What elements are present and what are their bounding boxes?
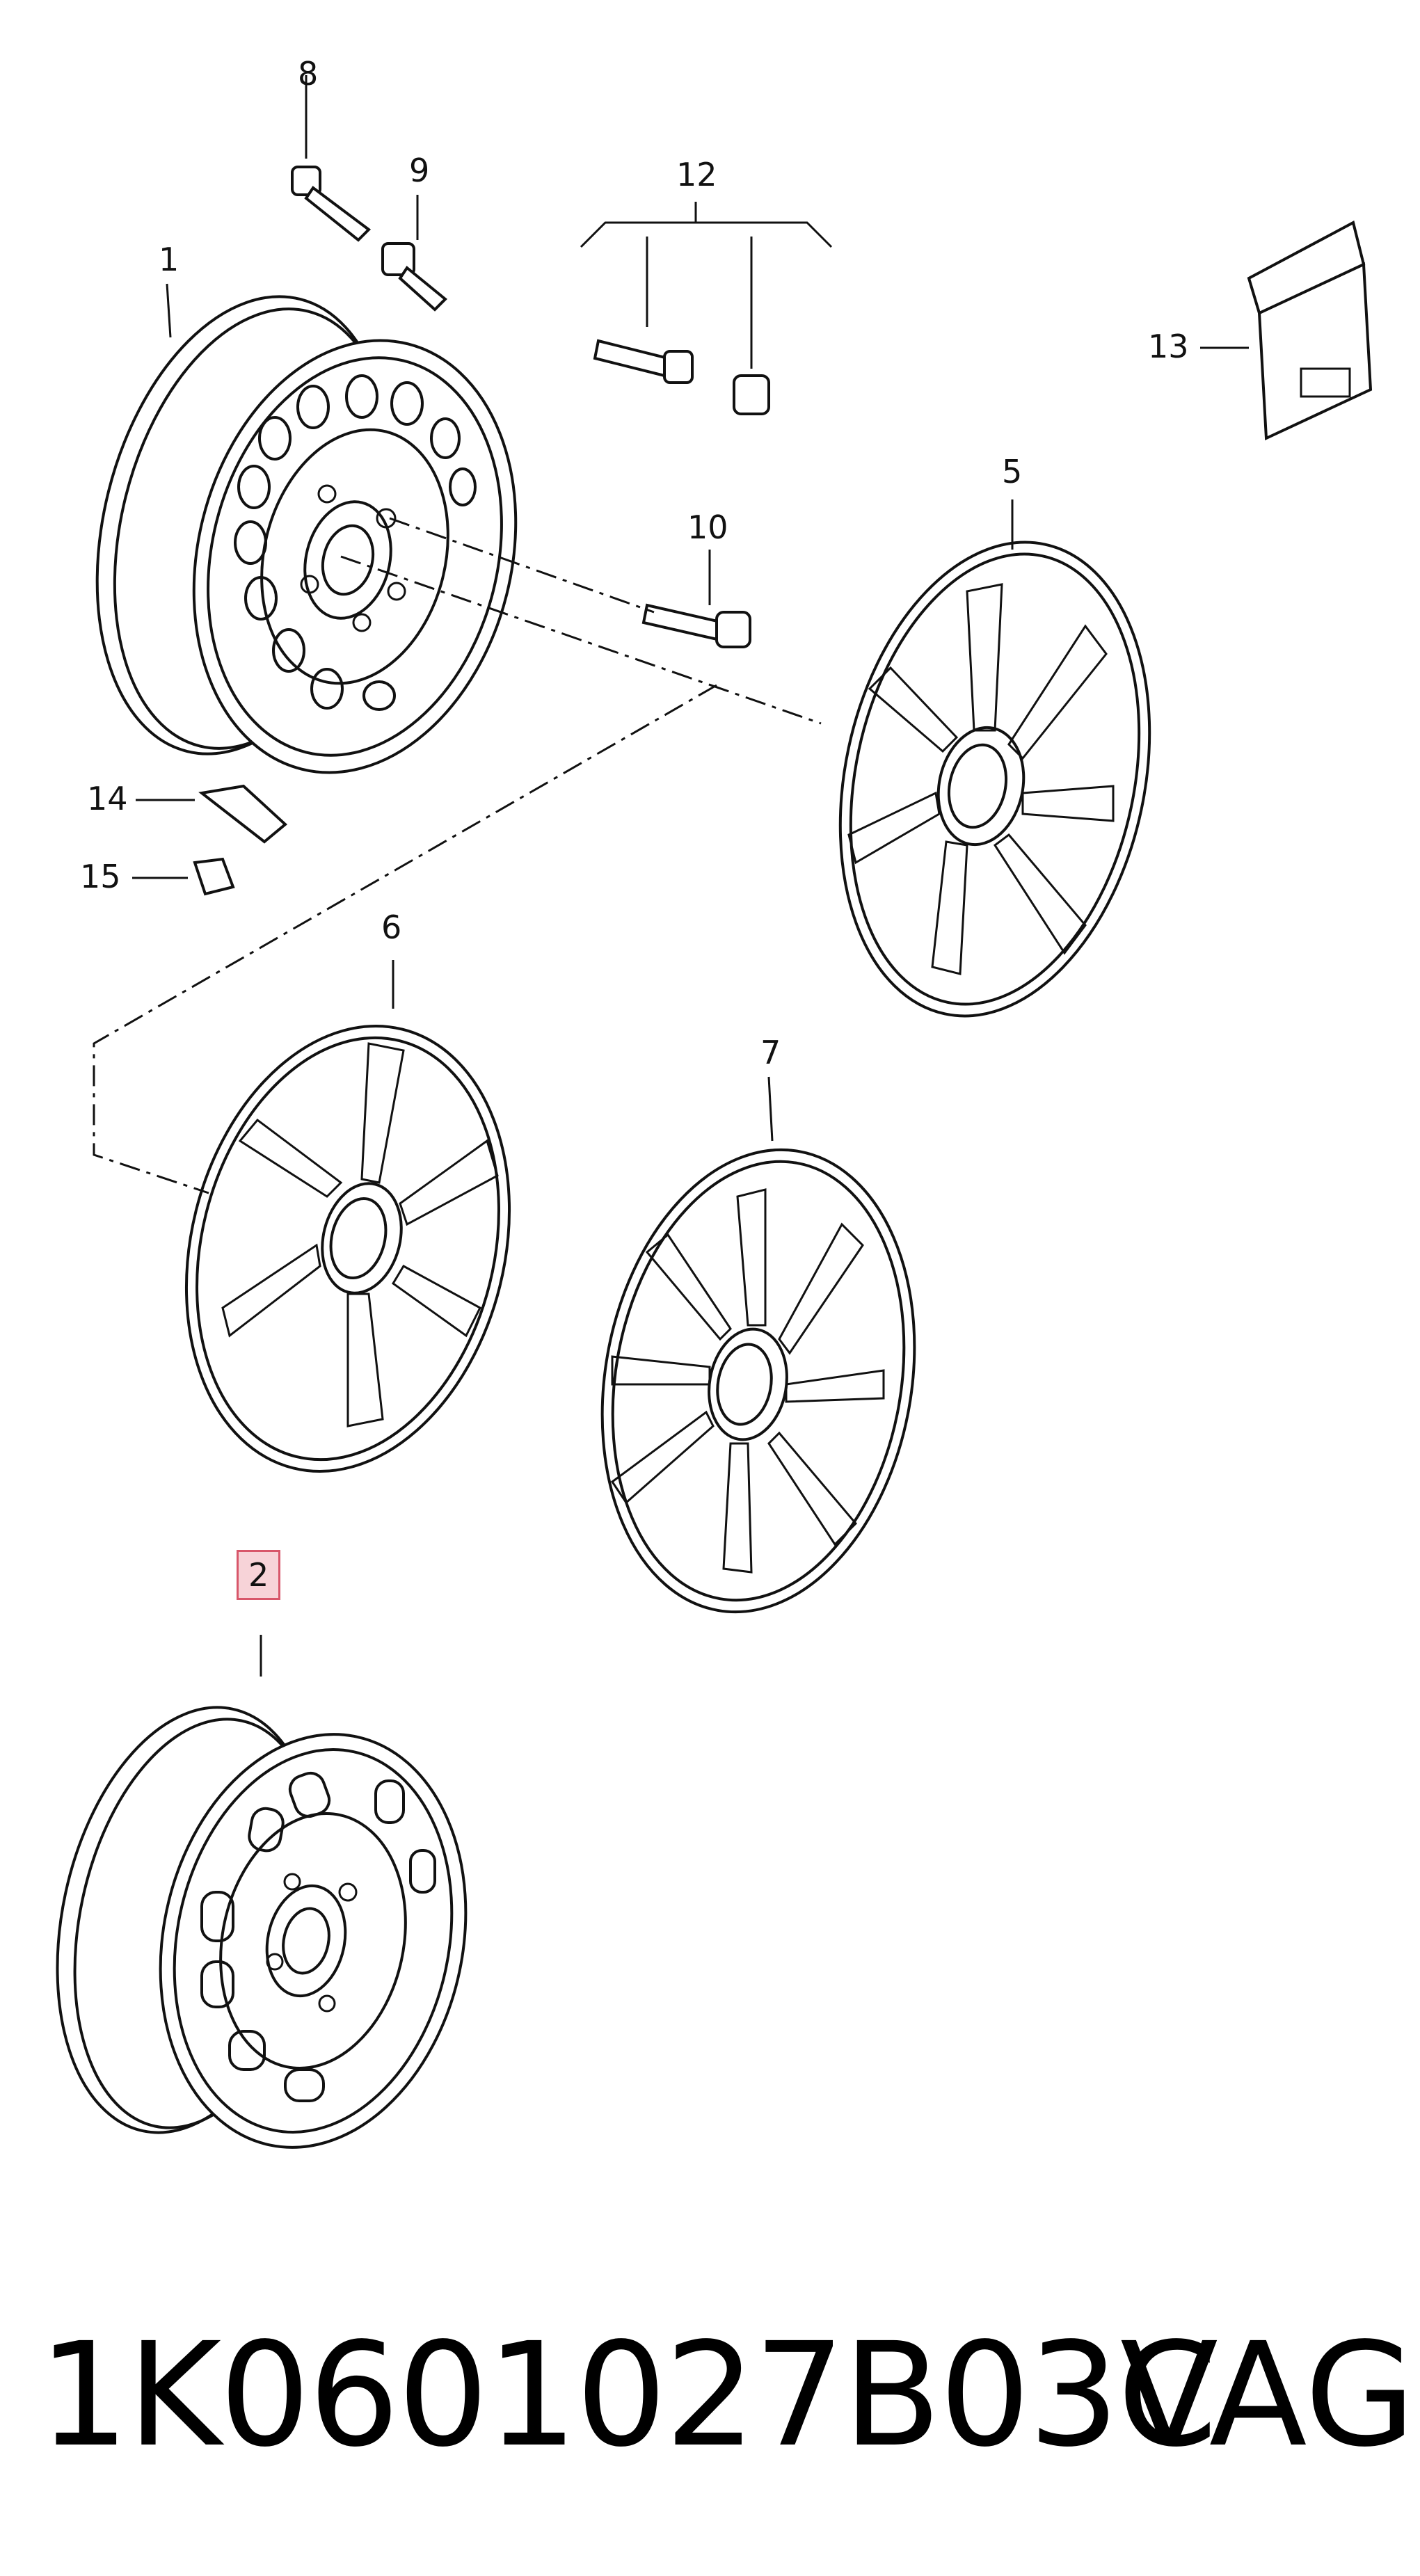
wheel-cover-part-5 xyxy=(838,499,1151,1018)
valve-part-8 xyxy=(291,75,372,242)
brand-label: VAG xyxy=(1120,2312,1416,2479)
callout-9: 9 xyxy=(409,152,430,189)
valve-part-9 xyxy=(381,195,447,312)
wheel-cover-part-7 xyxy=(600,1076,916,1614)
bolt-kit-part-13 xyxy=(1200,221,1373,441)
callout-6: 6 xyxy=(381,909,402,946)
callout-7: 7 xyxy=(760,1034,781,1071)
wheel-cover-part-6 xyxy=(184,960,511,1473)
callout-2-highlighted[interactable]: 2 xyxy=(237,1550,281,1600)
bolts-part-12 xyxy=(580,202,833,415)
clip-part-14 xyxy=(136,784,288,844)
callout-13: 13 xyxy=(1148,328,1189,365)
callout-14: 14 xyxy=(87,780,128,817)
bolt-part-10 xyxy=(641,550,751,648)
steel-wheel-part-2 xyxy=(56,1635,468,2149)
callout-10: 10 xyxy=(687,509,728,546)
part-number: 1K0601027B03C xyxy=(38,2312,1218,2479)
callout-12: 12 xyxy=(676,156,717,193)
clip-part-15 xyxy=(132,857,235,896)
callout-15: 15 xyxy=(80,858,121,895)
callout-8: 8 xyxy=(298,55,319,93)
steel-wheel-part-1 xyxy=(95,283,518,774)
callout-5: 5 xyxy=(1002,453,1023,490)
callout-1: 1 xyxy=(159,241,180,278)
leader-lines xyxy=(93,517,822,1194)
